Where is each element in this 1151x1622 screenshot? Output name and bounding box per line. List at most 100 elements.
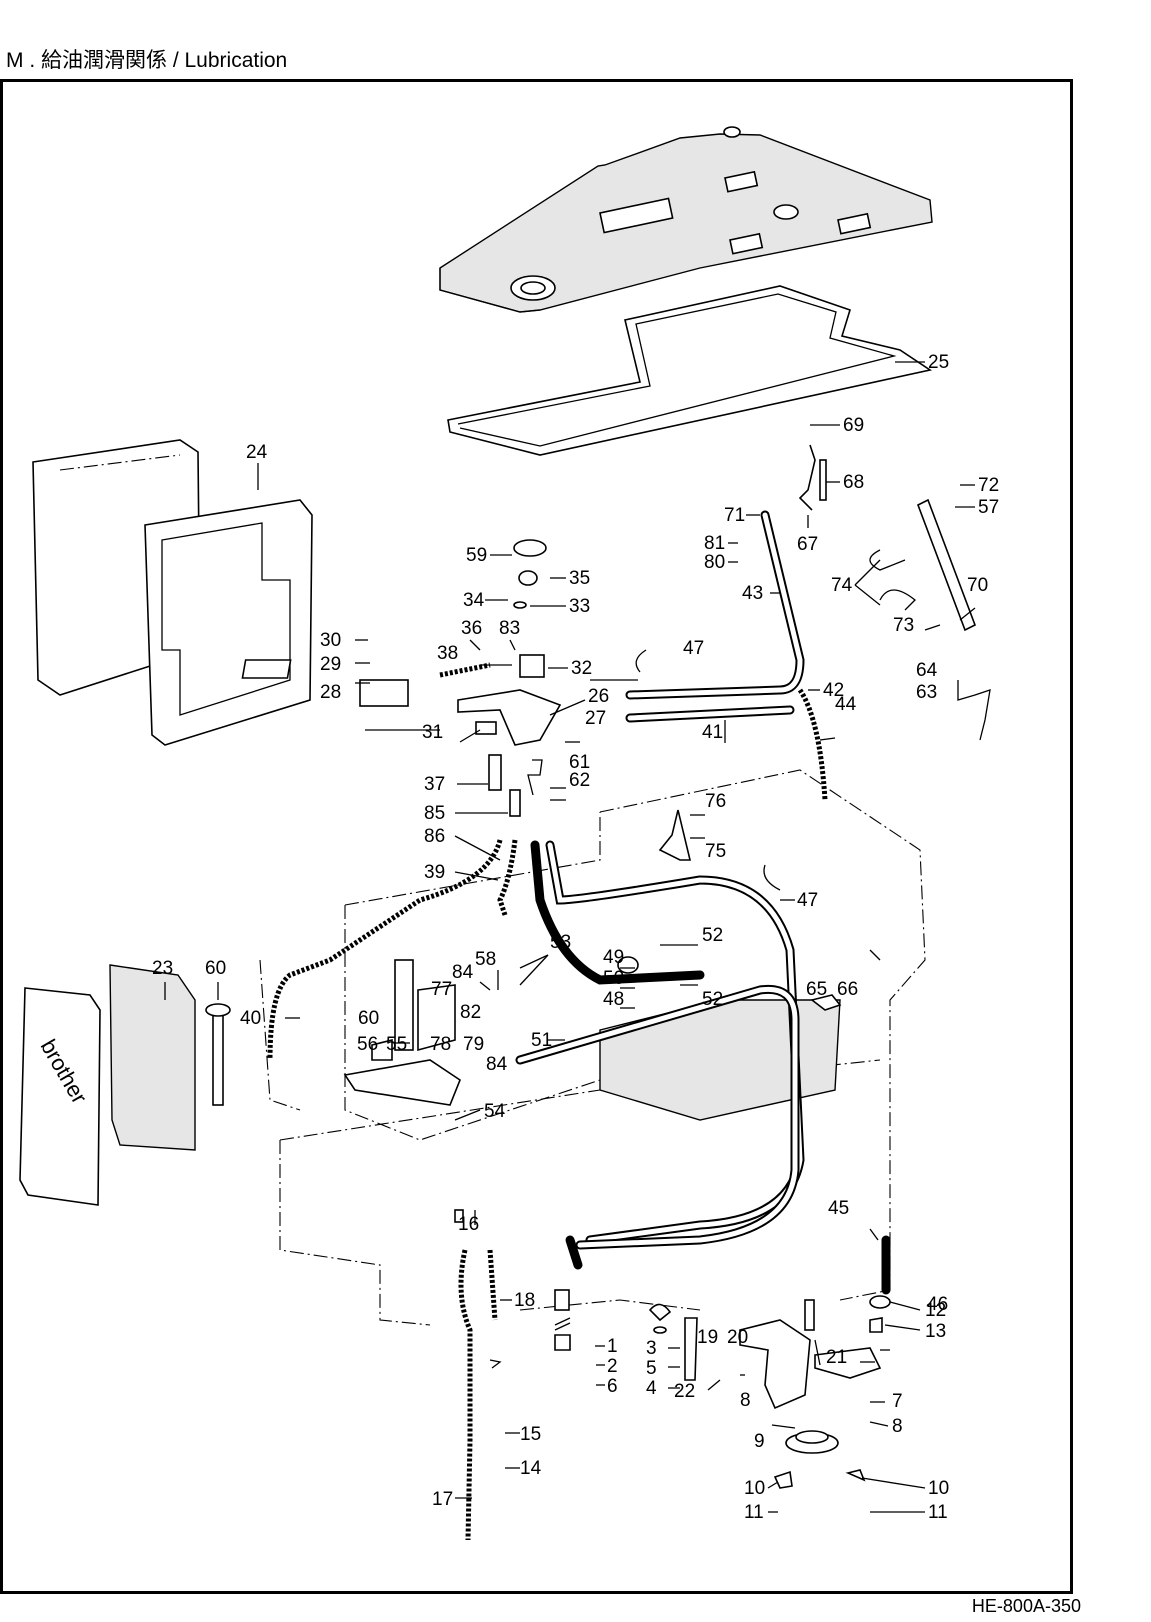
callout-18: 18 xyxy=(514,1290,535,1311)
callout-52-upper: 52 xyxy=(702,925,723,946)
callout-16: 16 xyxy=(458,1214,479,1235)
callout-82: 82 xyxy=(460,1002,481,1023)
callout-8-right: 8 xyxy=(892,1416,903,1437)
callout-75: 75 xyxy=(705,841,726,862)
callout-9: 9 xyxy=(754,1431,765,1452)
oil-tubes xyxy=(267,510,891,1541)
callout-37: 37 xyxy=(424,774,445,795)
callout-69: 69 xyxy=(843,415,864,436)
callout-7: 7 xyxy=(892,1391,903,1412)
callout-60-right: 60 xyxy=(205,958,226,979)
gasket-25 xyxy=(447,285,933,456)
callout-74: 74 xyxy=(831,575,853,596)
callout-33: 33 xyxy=(569,596,590,617)
callout-4: 4 xyxy=(646,1378,657,1399)
callout-43: 43 xyxy=(742,583,763,604)
callout-50: 50 xyxy=(603,968,624,989)
callout-22: 22 xyxy=(674,1381,695,1402)
page-title: M . 給油潤滑関係 / Lubrication xyxy=(6,49,288,72)
callout-15: 15 xyxy=(520,1424,541,1445)
callout-3: 3 xyxy=(646,1338,657,1359)
top-cover xyxy=(439,126,933,313)
callout-66: 66 xyxy=(837,979,858,1000)
callout-49: 49 xyxy=(603,947,624,968)
callout-70: 70 xyxy=(967,575,988,596)
callout-38: 38 xyxy=(437,643,458,664)
callout-13: 13 xyxy=(925,1321,946,1342)
callout-72: 72 xyxy=(978,475,999,496)
callout-40: 40 xyxy=(240,1008,261,1029)
callout-85: 85 xyxy=(424,803,445,824)
callout-77: 77 xyxy=(431,979,452,1000)
callout-47-upper: 47 xyxy=(683,638,704,659)
callout-1: 1 xyxy=(607,1336,618,1357)
callout-31: 31 xyxy=(422,722,443,743)
callout-81: 81 xyxy=(704,533,725,554)
callout-54: 54 xyxy=(484,1101,506,1122)
callout-21: 21 xyxy=(826,1347,847,1368)
callout-86: 86 xyxy=(424,826,445,847)
callout-78: 78 xyxy=(430,1034,451,1055)
callout-63: 63 xyxy=(916,682,937,703)
callout-6: 6 xyxy=(607,1376,618,1397)
callout-64: 64 xyxy=(916,660,938,681)
callout-57: 57 xyxy=(978,497,999,518)
callout-48: 48 xyxy=(603,989,624,1010)
callout-11-right: 11 xyxy=(928,1502,948,1523)
callout-44: 44 xyxy=(835,694,857,715)
callout-53: 53 xyxy=(550,932,571,953)
callout-10-left: 10 xyxy=(744,1478,765,1499)
callout-19: 19 xyxy=(697,1327,718,1348)
callout-35: 35 xyxy=(569,568,590,589)
callout-labels: 25 24 69 68 67 72 57 71 81 80 59 35 34 3… xyxy=(152,352,999,1523)
callout-10-right: 10 xyxy=(928,1478,949,1499)
callout-52-lower: 52 xyxy=(702,989,723,1010)
callout-73: 73 xyxy=(893,615,914,636)
callout-84-lower: 84 xyxy=(486,1054,508,1075)
callout-29: 29 xyxy=(320,654,341,675)
callout-60-left: 60 xyxy=(358,1008,379,1029)
callout-30: 30 xyxy=(320,630,341,651)
callout-65: 65 xyxy=(806,979,827,1000)
callout-34: 34 xyxy=(463,590,485,611)
leader-lines xyxy=(164,361,976,1513)
callout-46: 46 xyxy=(927,1294,948,1315)
callout-51: 51 xyxy=(531,1030,552,1051)
callout-80: 80 xyxy=(704,552,725,573)
callout-8-left: 8 xyxy=(740,1390,751,1411)
callout-24: 24 xyxy=(246,442,268,463)
callout-76: 76 xyxy=(705,791,726,812)
callout-17: 17 xyxy=(432,1489,453,1510)
callout-67: 67 xyxy=(797,534,818,555)
callout-45: 45 xyxy=(828,1198,849,1219)
callout-56: 56 xyxy=(357,1034,378,1055)
callout-25: 25 xyxy=(928,352,949,373)
callout-47-lower: 47 xyxy=(797,890,818,911)
callout-71: 71 xyxy=(724,505,745,526)
callout-11-left: 11 xyxy=(744,1502,764,1523)
callout-39: 39 xyxy=(424,862,445,883)
callout-32: 32 xyxy=(571,658,592,679)
callout-23: 23 xyxy=(152,958,173,979)
callout-12: 12 xyxy=(925,1300,946,1321)
callout-5: 5 xyxy=(646,1358,657,1379)
callout-62: 62 xyxy=(569,770,590,791)
callout-14: 14 xyxy=(520,1458,542,1479)
callout-20: 20 xyxy=(727,1327,748,1348)
callout-36: 36 xyxy=(461,618,482,639)
drawing-number: HE-800A-350 xyxy=(971,1596,1081,1616)
callout-42: 42 xyxy=(823,680,844,701)
callout-41: 41 xyxy=(702,722,723,743)
callout-83: 83 xyxy=(499,618,520,639)
callout-55: 55 xyxy=(386,1034,407,1055)
callout-2: 2 xyxy=(607,1356,618,1377)
callout-28: 28 xyxy=(320,682,341,703)
diagram-frame xyxy=(0,79,1073,1594)
small-parts xyxy=(19,444,991,1489)
callout-84-upper: 84 xyxy=(452,962,474,983)
callout-61: 61 xyxy=(569,752,590,773)
callout-68: 68 xyxy=(843,472,864,493)
callout-27: 27 xyxy=(585,708,606,729)
callout-26: 26 xyxy=(588,686,609,707)
gasket-24 xyxy=(144,499,313,746)
